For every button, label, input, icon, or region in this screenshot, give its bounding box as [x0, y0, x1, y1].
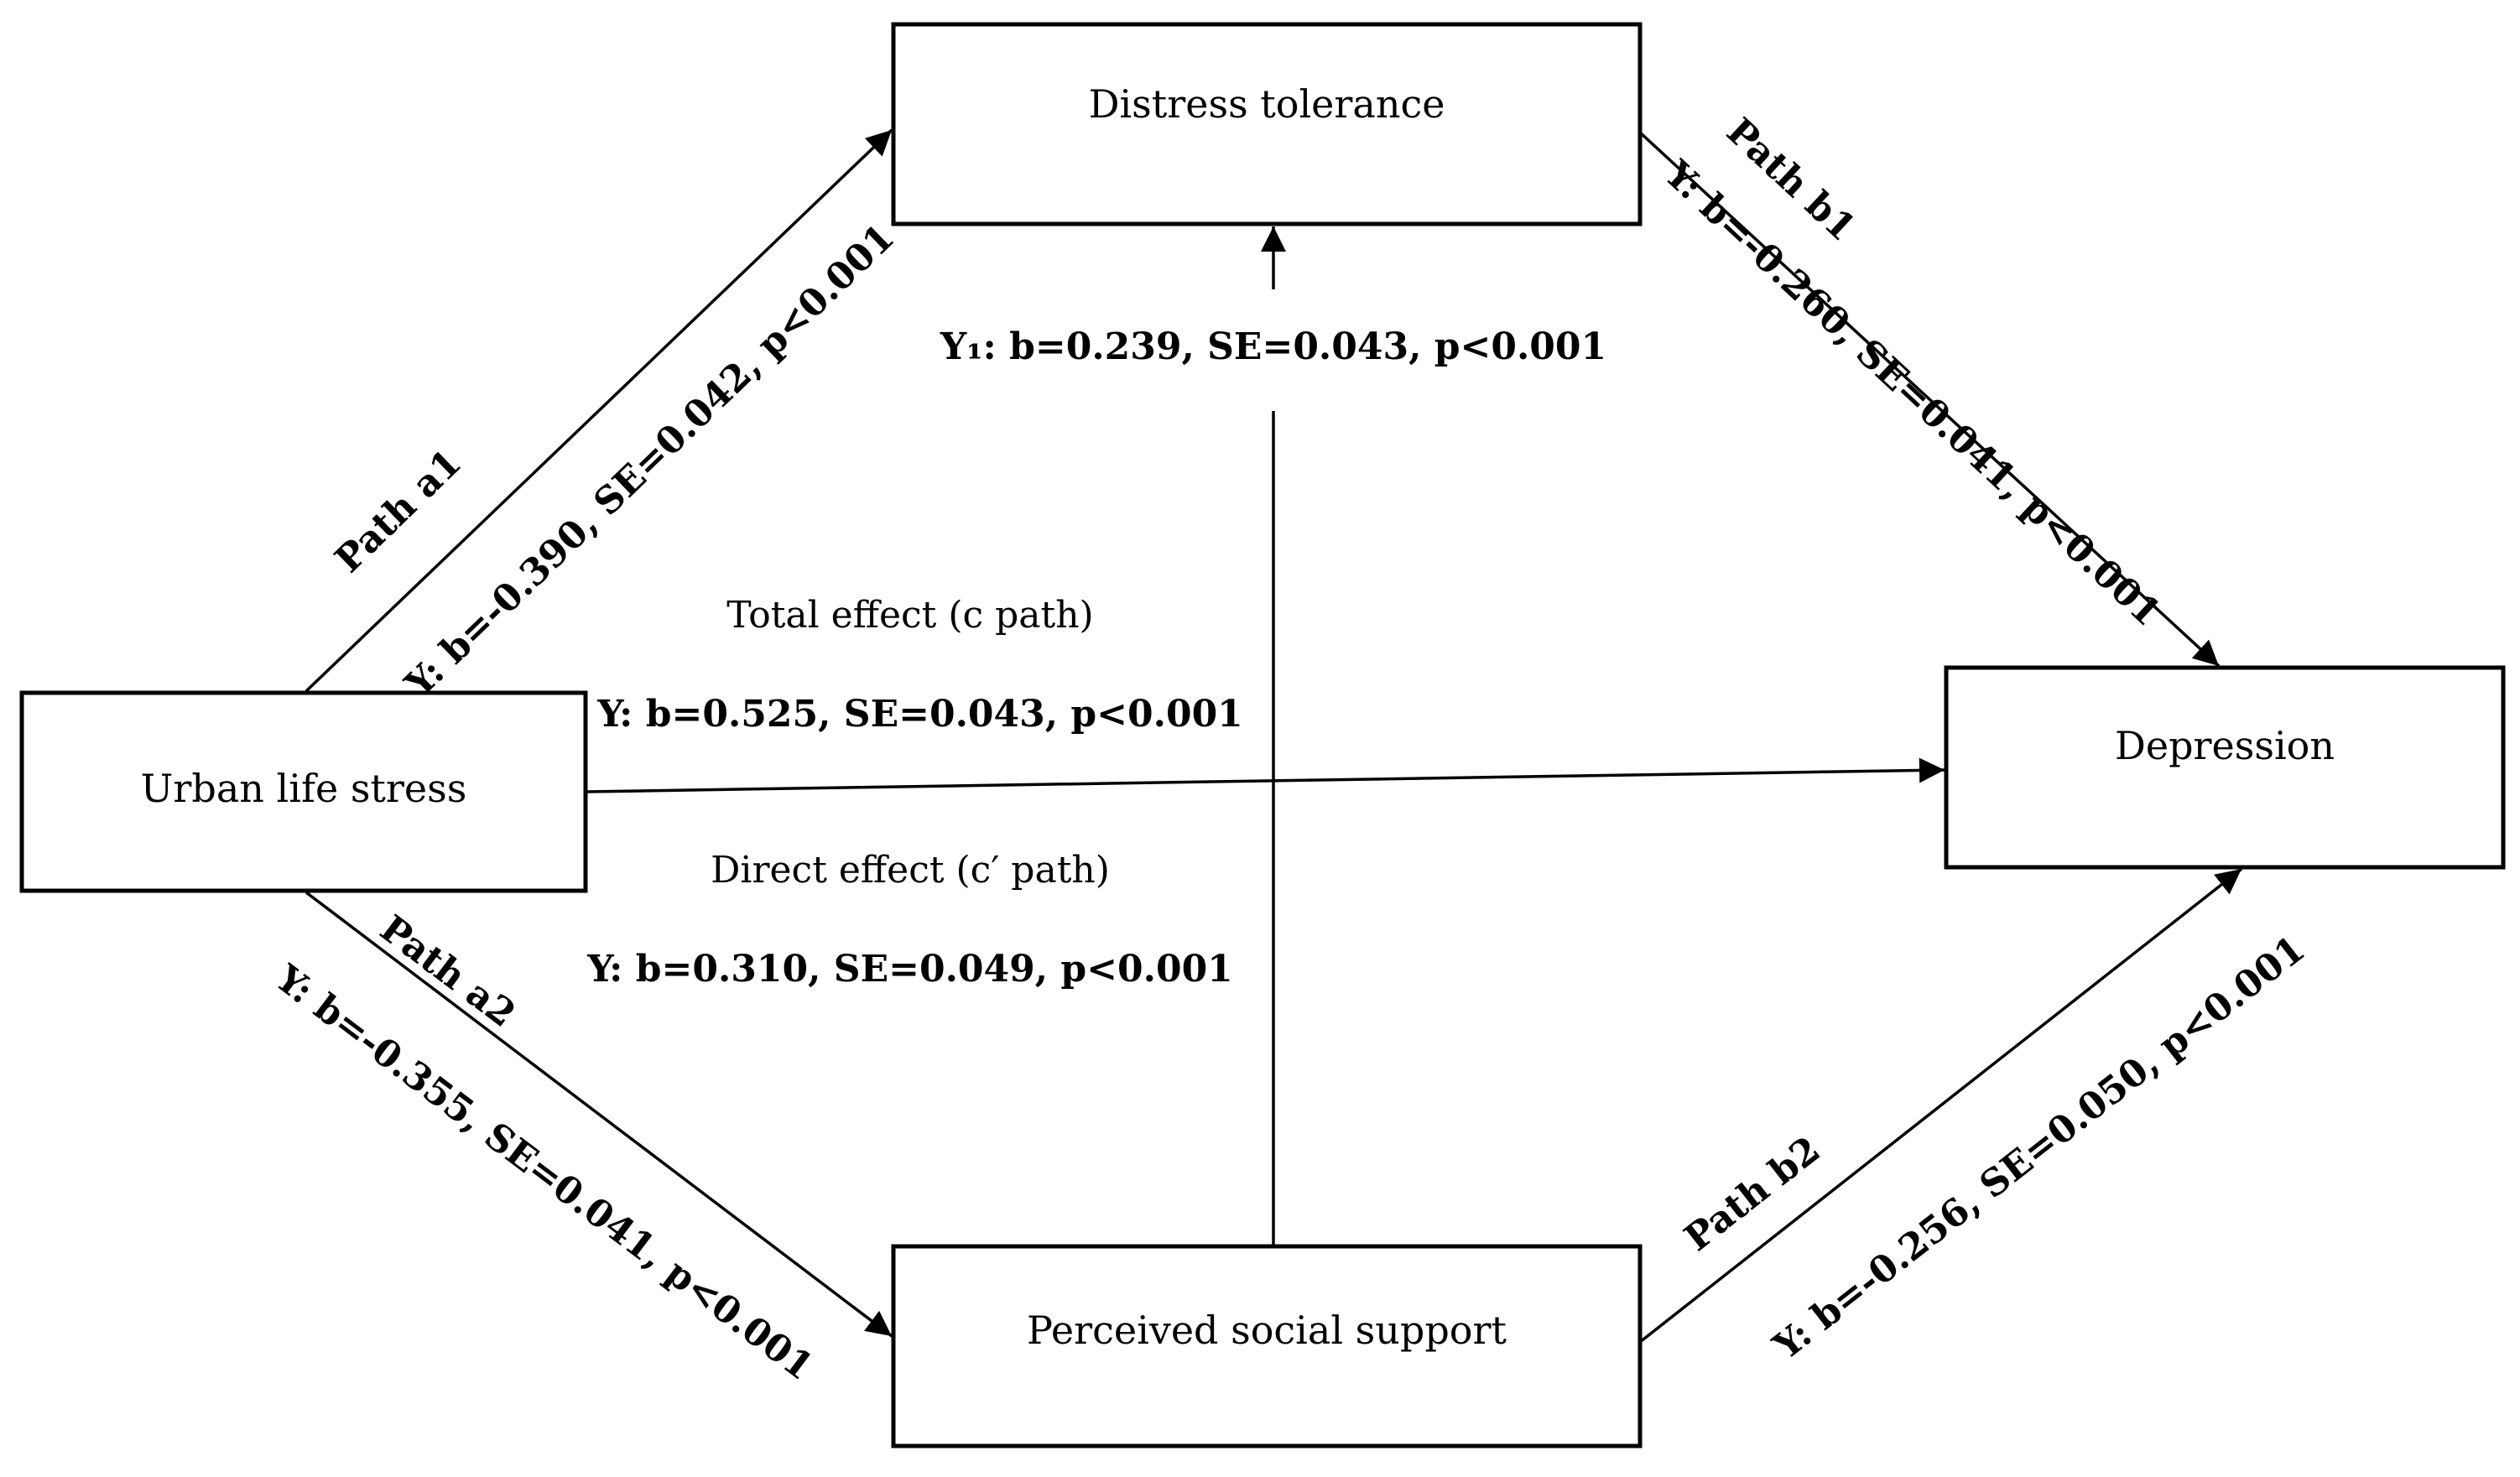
- direct-effect-title: Direct effect (c′ path): [711, 849, 1110, 892]
- path-a1-title: Path a1: [327, 441, 470, 581]
- path-b2-stat: Y: b=-0.256, SE=0.050, p<0.001: [1765, 928, 2313, 1369]
- arrow-path-a2: [305, 891, 893, 1338]
- path-b2-title: Path b2: [1677, 1128, 1829, 1260]
- label-perceived-social-support: Perceived social support: [1027, 1308, 1507, 1353]
- label-urban-life-stress: Urban life stress: [141, 766, 467, 811]
- box-depression: [1944, 665, 2506, 870]
- total-effect-stat: Y: b=0.525, SE=0.043, p<0.001: [596, 693, 1243, 736]
- path-a1-labels: Path a1: [327, 441, 470, 581]
- moderation-stat: Y₁: b=0.239, SE=0.043, p<0.001: [940, 325, 1606, 368]
- label-distress-tolerance: Distress tolerance: [1089, 81, 1445, 127]
- arrow-direct-effect: [585, 757, 1945, 793]
- path-a2-stat: Y: b=-0.355, SE=0.041, p<0.001: [267, 956, 821, 1388]
- path-b1-stat: Y: b=-0.260, SE=0.041, p<0.001: [1656, 152, 2169, 634]
- arrow-path-a1: [305, 128, 893, 693]
- arrow-path-b2: [1638, 867, 2243, 1344]
- path-a2-title: Path a2: [372, 908, 523, 1036]
- label-depression: Depression: [2115, 723, 2335, 768]
- box-perceived-social-support: [891, 1244, 1643, 1448]
- total-effect-title: Total effect (c path): [726, 594, 1093, 637]
- box-distress-tolerance: [891, 22, 1643, 226]
- arrow-path-b1: [1638, 131, 2221, 668]
- direct-effect-stat: Y: b=0.310, SE=0.049, p<0.001: [586, 948, 1233, 991]
